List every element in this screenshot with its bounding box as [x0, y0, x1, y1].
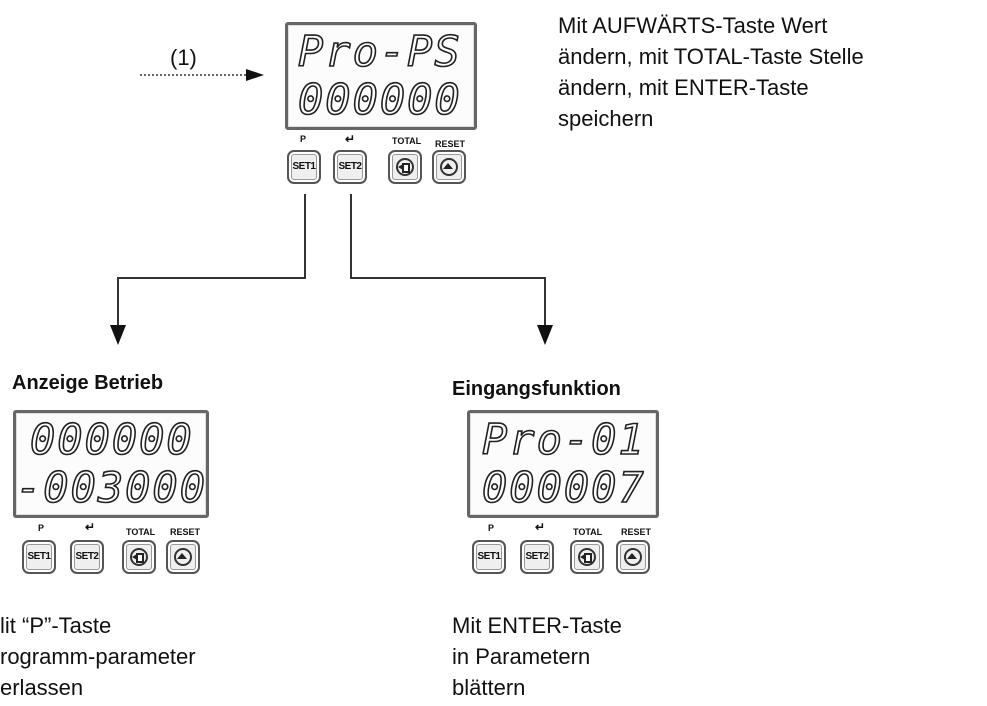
left-display-line2: -003000 — [15, 463, 208, 512]
reset-icon — [440, 158, 458, 176]
left-display: 000000 -003000 — [13, 410, 209, 518]
up-triangle-icon — [627, 553, 637, 559]
set1-label: SET1 — [477, 551, 501, 562]
p-caption: P — [38, 523, 45, 533]
total-caption: TOTAL — [573, 527, 603, 537]
arrow-left-icon — [132, 554, 137, 560]
total-button[interactable] — [122, 540, 156, 574]
top-display-line1: Pro-PS — [297, 27, 462, 76]
right-display: Pro-01 000007 — [467, 410, 659, 518]
total-caption: TOTAL — [126, 527, 156, 537]
connector-left-down — [117, 277, 119, 329]
enter-caption: ↵ — [85, 520, 96, 534]
set1-button[interactable]: SET1 — [287, 150, 321, 184]
set2-button[interactable]: SET2 — [70, 540, 104, 574]
set2-label: SET2 — [525, 551, 549, 562]
reset-button[interactable] — [432, 150, 466, 184]
left-display-line1: 000000 — [29, 415, 194, 464]
connector-left-horizontal — [117, 277, 306, 279]
arrow-down-icon — [537, 325, 553, 345]
left-heading: Anzeige Betrieb — [12, 372, 164, 394]
p-caption: P — [300, 134, 307, 144]
instruction-line: ändern, mit TOTAL-Taste Stelle — [558, 44, 864, 69]
caption-line: lit “P”-Taste — [0, 613, 112, 638]
total-button[interactable] — [570, 540, 604, 574]
right-display-line1: Pro-01 — [481, 415, 646, 464]
right-display-line2: 000007 — [481, 463, 646, 512]
p-caption: P — [488, 523, 495, 533]
top-display: Pro-PS 000000 — [285, 22, 477, 130]
total-icon — [130, 548, 148, 566]
caption-line: rogramm-parameter — [0, 644, 196, 669]
total-box-icon — [402, 163, 410, 173]
reset-caption: RESET — [621, 527, 652, 537]
total-button[interactable] — [388, 150, 422, 184]
right-caption: Mit ENTER-Taste in Parametern blättern — [452, 610, 622, 703]
dotted-arrow — [140, 69, 264, 81]
caption-line: Mit ENTER-Taste — [452, 613, 622, 638]
up-triangle-icon — [177, 553, 187, 559]
instruction-line: speichern — [558, 106, 654, 131]
total-icon — [396, 158, 414, 176]
arrow-left-icon — [398, 164, 403, 170]
set2-button[interactable]: SET2 — [333, 150, 367, 184]
total-box-icon — [584, 553, 592, 563]
total-caption: TOTAL — [392, 136, 422, 146]
arrow-left-icon — [580, 554, 585, 560]
connector-right-horizontal — [350, 277, 546, 279]
reset-caption: RESET — [170, 527, 201, 537]
enter-caption: ↵ — [535, 520, 546, 534]
total-box-icon — [136, 553, 144, 563]
left-caption: lit “P”-Taste rogramm-parameter erlassen — [0, 610, 196, 703]
instruction-line: Mit AUFWÄRTS-Taste Wert — [558, 13, 828, 38]
set1-label: SET1 — [27, 551, 51, 562]
up-triangle-icon — [443, 163, 453, 169]
marker-label: (1) — [170, 45, 197, 70]
set1-button[interactable]: SET1 — [22, 540, 56, 574]
caption-line: in Parametern — [452, 644, 591, 669]
caption-line: erlassen — [0, 675, 84, 700]
connector-right-down — [544, 277, 546, 329]
set2-label: SET2 — [338, 161, 362, 172]
set1-label: SET1 — [292, 161, 316, 172]
set1-button[interactable]: SET1 — [472, 540, 506, 574]
top-display-line2: 000000 — [297, 75, 462, 124]
reset-button[interactable] — [166, 540, 200, 574]
arrow-down-icon — [110, 325, 126, 345]
enter-caption: ↵ — [345, 132, 356, 146]
set2-button[interactable]: SET2 — [520, 540, 554, 574]
reset-button[interactable] — [616, 540, 650, 574]
total-icon — [578, 548, 596, 566]
instruction-line: ändern, mit ENTER-Taste — [558, 75, 809, 100]
caption-line: blättern — [452, 675, 526, 700]
instruction-text: Mit AUFWÄRTS-Taste Wert ändern, mit TOTA… — [558, 10, 864, 134]
reset-icon — [624, 548, 642, 566]
connector-right-vertical — [350, 194, 352, 279]
connector-left-vertical — [304, 194, 306, 278]
set2-label: SET2 — [75, 551, 99, 562]
reset-icon — [174, 548, 192, 566]
reset-caption: RESET — [435, 139, 466, 149]
right-heading: Eingangsfunktion — [452, 378, 621, 400]
